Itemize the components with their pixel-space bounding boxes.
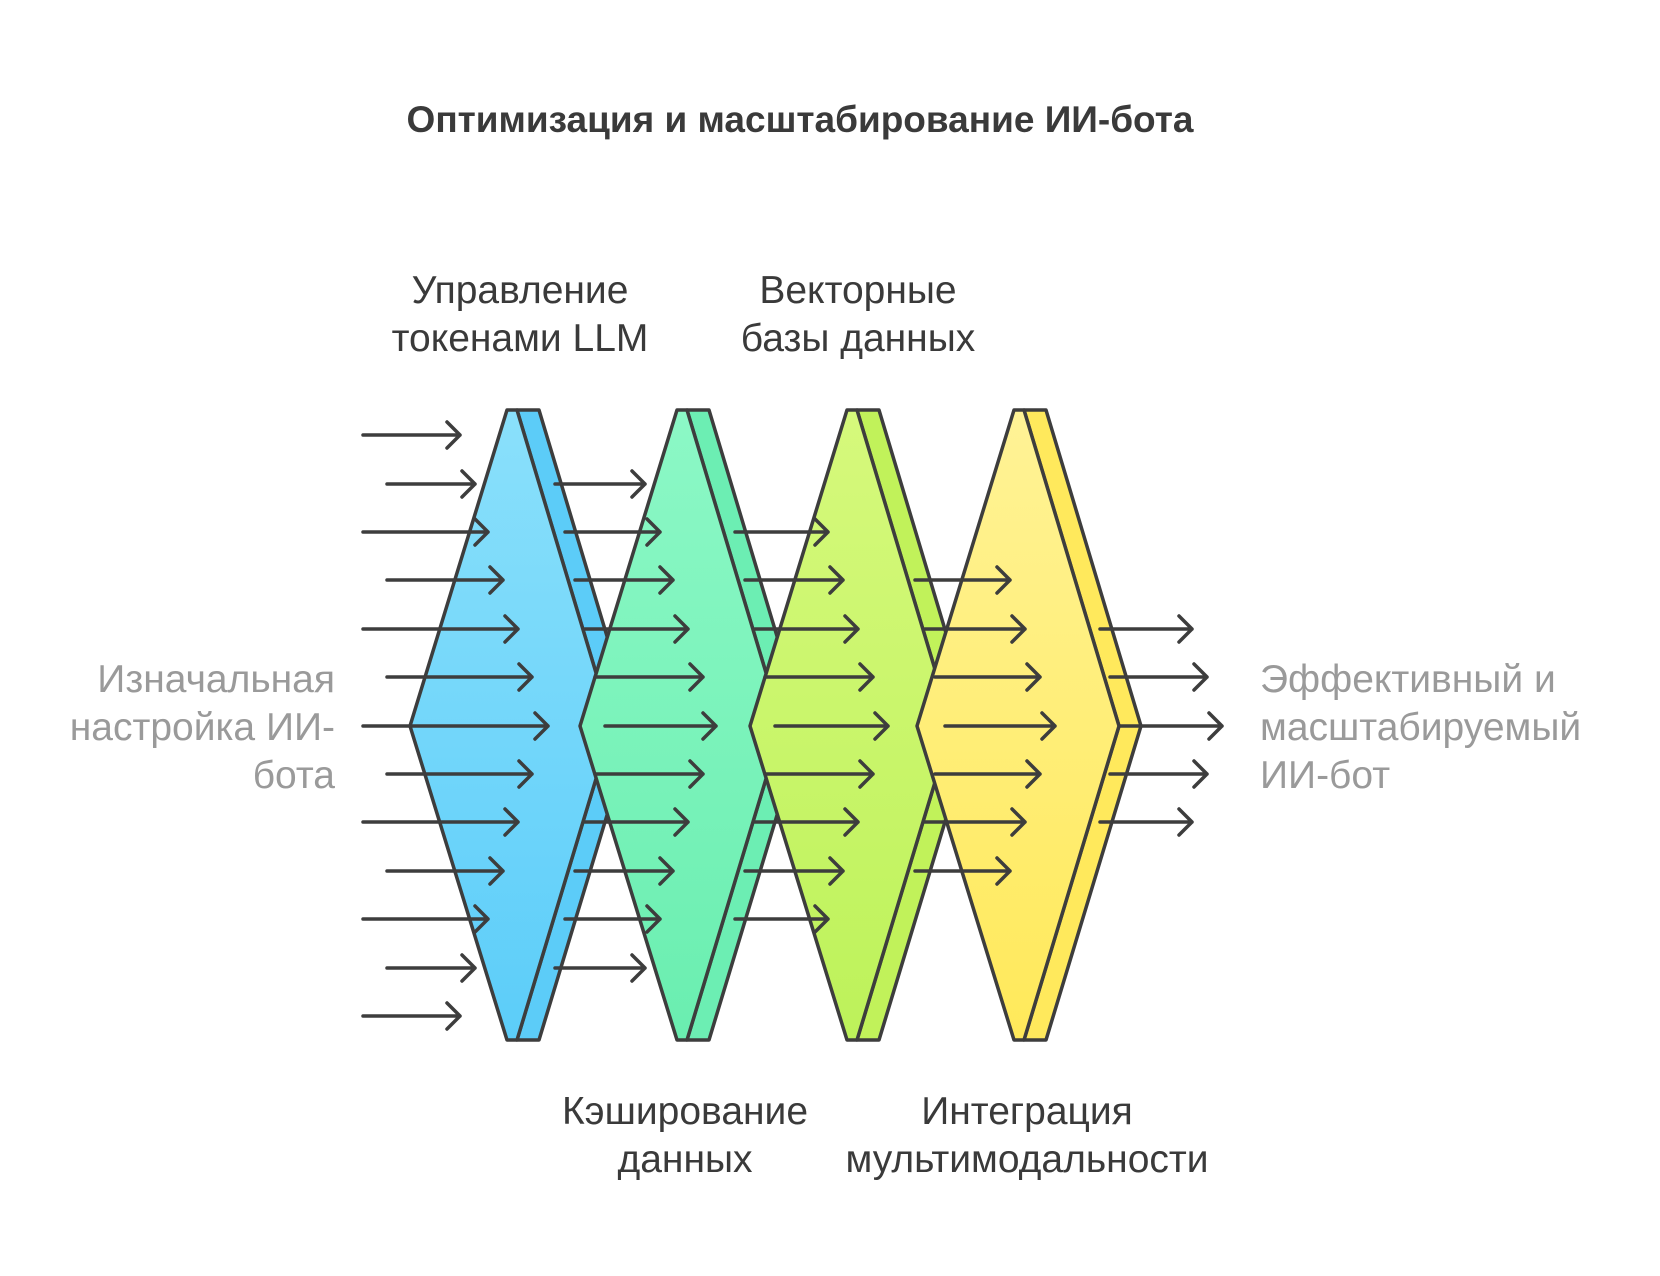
arrow-right-icon: [943, 711, 1057, 741]
arrow-right-icon: [1108, 759, 1209, 789]
arrow-right-icon: [913, 565, 1012, 595]
arrow-right-icon: [1118, 711, 1224, 741]
input-label-line: Изначальная: [97, 658, 335, 701]
arrow-right-icon: [361, 420, 462, 450]
input-label-line: настройка ИИ-: [70, 706, 335, 749]
output-label-line: масштабируемый: [1260, 706, 1581, 749]
arrow-right-icon: [603, 711, 718, 741]
arrow-right-icon: [923, 614, 1027, 644]
arrow-right-icon: [583, 807, 690, 837]
arrow-right-icon: [361, 807, 520, 837]
arrow-right-icon: [1108, 662, 1209, 692]
arrow-right-icon: [743, 856, 845, 886]
page-title: Оптимизация и масштабирование ИИ-бота: [407, 99, 1194, 140]
arrow-right-icon: [361, 711, 550, 741]
arrow-right-icon: [933, 662, 1042, 692]
output-label-line: Эффективный и: [1260, 658, 1556, 701]
arrow-right-icon: [913, 856, 1012, 886]
arrow-right-icon: [763, 759, 875, 789]
stage-label-line: Кэширование: [562, 1090, 808, 1133]
arrow-right-icon: [361, 904, 490, 934]
input-label-line: бота: [253, 754, 336, 797]
arrow-right-icon: [553, 469, 647, 499]
output-label-line: ИИ-бот: [1260, 754, 1390, 797]
arrow-right-icon: [385, 662, 534, 692]
arrow-right-icon: [573, 565, 675, 595]
arrow-right-icon: [361, 1001, 462, 1031]
stage-label-line: Интеграция: [921, 1090, 1133, 1133]
arrow-right-icon: [593, 759, 705, 789]
stage-label-vector-databases: Векторные базы данных: [741, 269, 976, 360]
stage-label-multimodal-integration: Интеграция мультимодальности: [845, 1090, 1208, 1181]
arrow-right-icon: [1098, 614, 1194, 644]
arrow-right-icon: [763, 662, 875, 692]
arrow-right-icon: [933, 759, 1042, 789]
input-label: Изначальная настройка ИИ- бота: [70, 658, 336, 797]
stage-label-token-management: Управление токенами LLM: [392, 269, 649, 360]
arrow-right-icon: [923, 807, 1027, 837]
stage-label-data-caching: Кэширование данных: [562, 1090, 808, 1181]
arrow-right-icon: [573, 856, 675, 886]
arrow-right-icon: [753, 614, 860, 644]
arrow-right-icon: [563, 517, 662, 547]
arrow-right-icon: [583, 614, 690, 644]
arrow-right-icon: [733, 904, 830, 934]
arrow-right-icon: [593, 662, 705, 692]
arrow-right-icon: [553, 953, 647, 983]
flow-arrows: [361, 420, 1224, 1031]
arrow-right-icon: [385, 759, 534, 789]
arrow-right-icon: [743, 565, 845, 595]
arrow-right-icon: [733, 517, 830, 547]
arrow-right-icon: [773, 711, 890, 741]
arrow-right-icon: [385, 565, 505, 595]
stage-label-line: токенами LLM: [392, 317, 649, 360]
stage-label-line: Векторные: [759, 269, 956, 312]
arrow-right-icon: [385, 953, 477, 983]
stage-label-line: базы данных: [741, 317, 976, 360]
arrow-right-icon: [361, 614, 520, 644]
arrow-right-icon: [753, 807, 860, 837]
arrow-right-icon: [385, 469, 477, 499]
stage-label-line: мультимодальности: [845, 1138, 1208, 1181]
arrow-right-icon: [563, 904, 662, 934]
arrow-right-icon: [1098, 807, 1194, 837]
arrow-right-icon: [361, 517, 490, 547]
arrow-right-icon: [385, 856, 505, 886]
output-label: Эффективный и масштабируемый ИИ-бот: [1260, 658, 1581, 797]
stage-label-line: Управление: [412, 269, 629, 312]
stage-label-line: данных: [617, 1138, 753, 1181]
